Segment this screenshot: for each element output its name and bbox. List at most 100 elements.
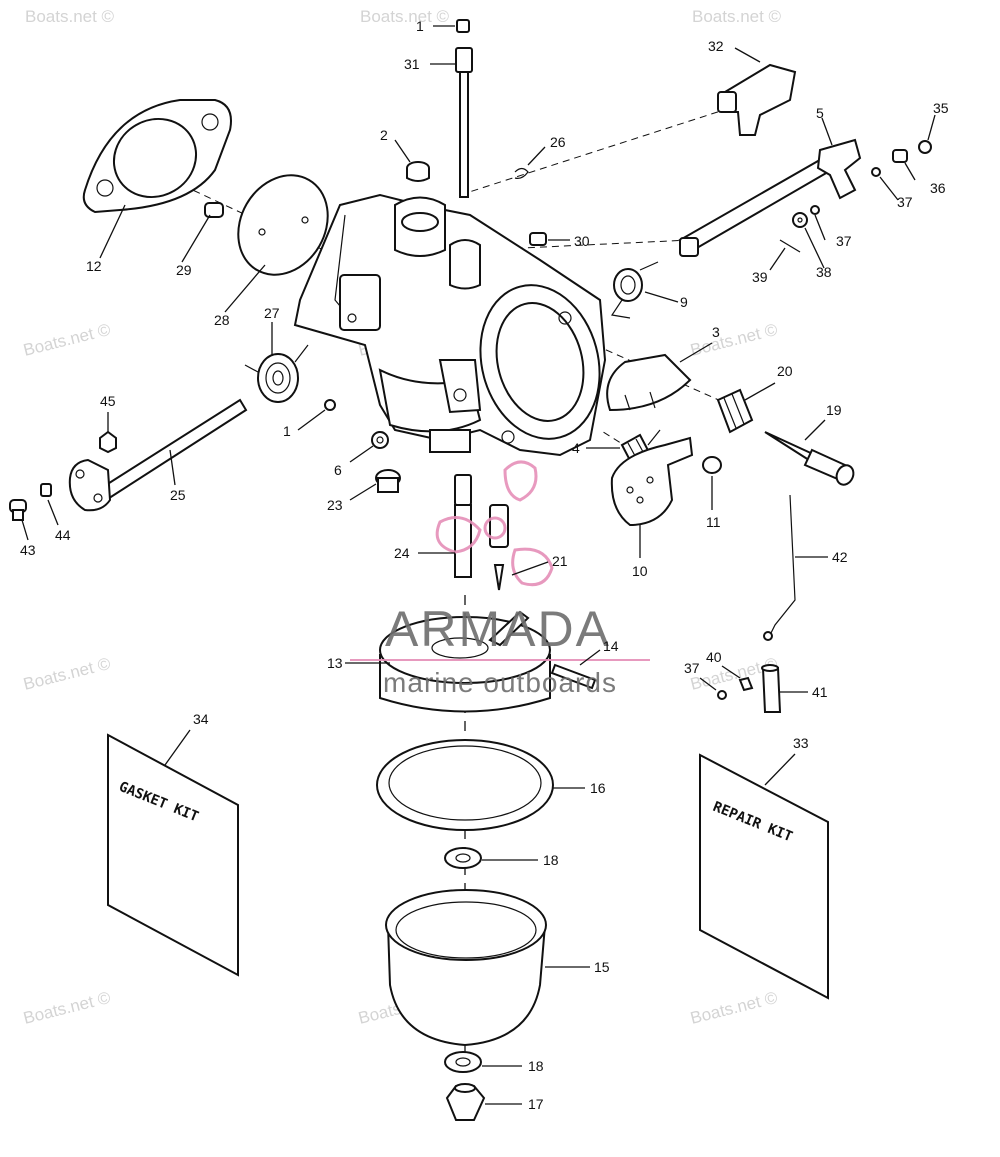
part-36-screw: [892, 149, 908, 163]
callout-1: 1: [283, 423, 291, 439]
watermark: Boats.net ©: [688, 988, 779, 1028]
callout-35: 35: [933, 100, 949, 116]
logo-tagline: marine outboards: [383, 667, 617, 698]
part-28-disc: [237, 174, 329, 276]
callout-44: 44: [55, 527, 71, 543]
logo-brand: ARMADA: [385, 601, 611, 657]
part-24-jet: [454, 474, 472, 578]
callout-37: 37: [836, 233, 852, 249]
part-35-screw: [918, 140, 932, 154]
part-32-elbow: [717, 63, 797, 136]
callout-11: 11: [706, 514, 721, 530]
callout-37: 37: [897, 194, 913, 210]
part-23-screw: [375, 469, 401, 493]
part-29-screw: [204, 202, 224, 218]
watermark: Boats.net ©: [692, 7, 782, 26]
callout-45: 45: [100, 393, 116, 409]
part-13-float: [379, 610, 551, 713]
part-44-bushing: [40, 483, 52, 497]
armada-logo: ARMADA marine outboards: [350, 460, 650, 698]
callout-labels: 1 31 32 2 26 5 35 36 37 12 29 30 28 9 37…: [20, 18, 949, 1112]
callout-28: 28: [214, 312, 230, 328]
part-3-plate: [606, 353, 692, 412]
part-34-gasket-kit: GASKET KIT: [107, 733, 239, 977]
callout-9: 9: [680, 294, 688, 310]
watermark: Boats.net ©: [688, 320, 779, 360]
part-9-spring: [610, 261, 659, 319]
callout-43: 43: [20, 542, 36, 558]
callout-27: 27: [264, 305, 280, 321]
callout-21: 21: [552, 553, 568, 569]
part-1-nut: [456, 19, 470, 33]
part-18-washer: [444, 847, 482, 869]
part-27-spring: [244, 344, 309, 403]
watermark: Boats.net ©: [360, 7, 450, 26]
callout-29: 29: [176, 262, 192, 278]
part-19-needle: [764, 431, 855, 486]
part-42-wire: [763, 494, 796, 641]
callout-31: 31: [404, 56, 420, 72]
part-5-shaft: [678, 138, 862, 257]
callout-1: 1: [416, 18, 424, 34]
callout-38: 38: [816, 264, 832, 280]
watermark: Boats.net ©: [21, 654, 112, 694]
callout-3: 3: [712, 324, 720, 340]
callout-36: 36: [930, 180, 946, 196]
callout-42: 42: [832, 549, 848, 565]
part-31-rod: [455, 47, 473, 198]
part-37-washer: [717, 690, 727, 700]
part-17-nut: [445, 1083, 486, 1121]
part-38-washer: [792, 212, 808, 228]
callout-2: 2: [380, 127, 388, 143]
callout-6: 6: [334, 462, 342, 478]
callout-41: 41: [812, 684, 828, 700]
part-33-repair-kit: REPAIR KIT: [699, 753, 829, 1000]
callout-24: 24: [394, 545, 410, 561]
callout-19: 19: [826, 402, 842, 418]
callout-14: 14: [603, 638, 619, 654]
callout-17: 17: [528, 1096, 544, 1112]
part-20-spring: [716, 388, 754, 434]
part-11-screw: [702, 456, 722, 474]
watermark: Boats.net ©: [21, 320, 112, 360]
callout-32: 32: [708, 38, 724, 54]
watermark: Boats.net ©: [21, 988, 112, 1028]
callout-39: 39: [752, 269, 768, 285]
part-25-choke-shaft: [68, 398, 248, 512]
callout-37: 37: [684, 660, 700, 676]
part-14-pin: [550, 663, 597, 690]
part-43-screw: [9, 499, 27, 521]
callout-16: 16: [590, 780, 606, 796]
callout-34: 34: [193, 711, 209, 727]
part-15-bowl: [385, 889, 547, 1047]
part-45-nut: [99, 430, 117, 454]
part-10-lever: [610, 436, 694, 527]
part-37-washer: [810, 205, 820, 215]
part-18-washer: [444, 1051, 482, 1073]
part-12-gasket: [82, 99, 232, 214]
callout-23: 23: [327, 497, 343, 513]
part-41-sleeve: [761, 664, 782, 713]
part-37-washer: [871, 167, 881, 177]
part-6-washer: [371, 431, 389, 449]
callout-5: 5: [816, 105, 824, 121]
part-2-plug: [406, 161, 430, 182]
part-40-pin: [738, 676, 754, 692]
part-1-plug: [324, 399, 336, 411]
callout-13: 13: [327, 655, 343, 671]
callout-12: 12: [86, 258, 102, 274]
part-30-screw: [529, 232, 547, 246]
watermark: Boats.net ©: [25, 7, 115, 26]
callout-18: 18: [528, 1058, 544, 1074]
callout-40: 40: [706, 649, 722, 665]
callout-4: 4: [572, 440, 580, 456]
callout-18: 18: [543, 852, 559, 868]
callout-33: 33: [793, 735, 809, 751]
callout-20: 20: [777, 363, 793, 379]
part-39-pin: [779, 239, 801, 253]
part-16-ring: [376, 739, 554, 831]
callout-26: 26: [550, 134, 566, 150]
carburetor-body: [293, 193, 607, 457]
